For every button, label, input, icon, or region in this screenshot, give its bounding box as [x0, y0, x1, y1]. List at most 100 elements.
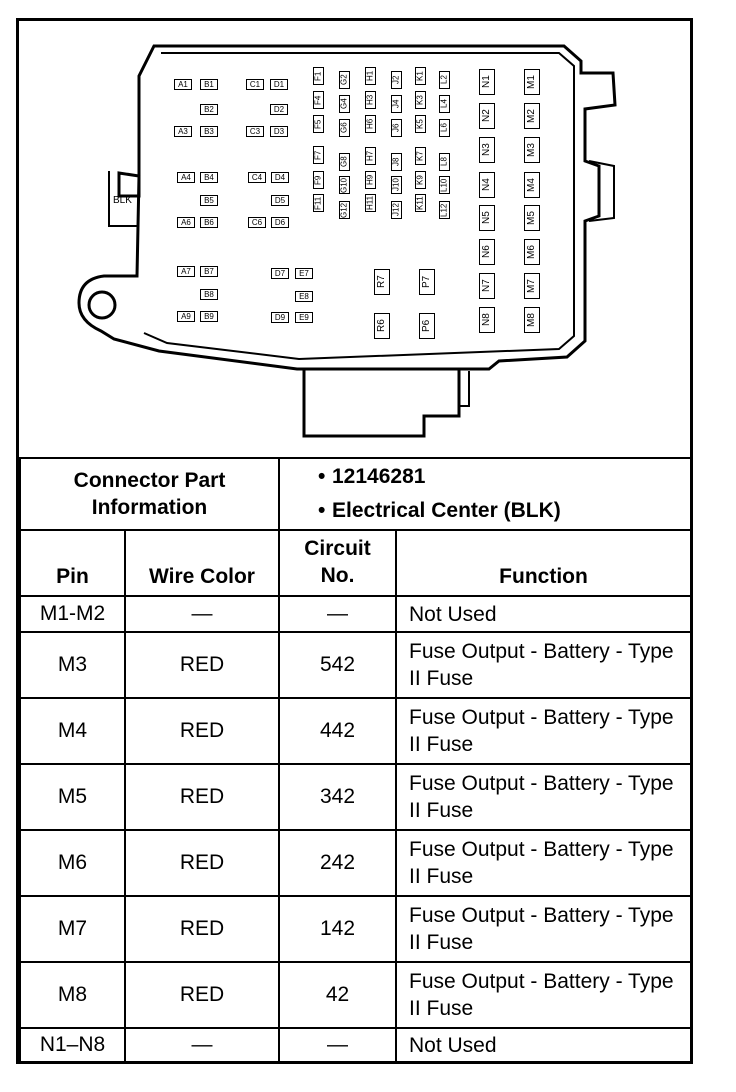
pin-b6: B6	[200, 217, 218, 228]
pin-j4: J4	[391, 95, 402, 113]
pin-c6: C6	[248, 217, 266, 228]
pin-h6: H6	[365, 115, 376, 133]
cell-circuit: —	[278, 1027, 397, 1063]
pin-f7: F7	[313, 146, 324, 164]
pin-k9: K9	[415, 171, 426, 189]
pin-j10: J10	[391, 176, 402, 194]
pin-k3: K3	[415, 91, 426, 109]
pin-e7: E7	[295, 268, 313, 279]
pin-l6: L6	[439, 119, 450, 137]
pin-b5: B5	[200, 195, 218, 206]
cell-pin: M5	[19, 763, 126, 831]
pin-d4: D4	[271, 172, 289, 183]
pin-d2: D2	[270, 104, 288, 115]
cell-circuit: 342	[278, 763, 397, 831]
cell-wire-color: RED	[124, 697, 280, 765]
pin-a6: A6	[177, 217, 195, 228]
cell-pin: M8	[19, 961, 126, 1029]
pin-n1: N1	[479, 69, 495, 95]
cell-function: Fuse Output - Battery - Type II Fuse	[394, 829, 693, 897]
pin-g4: G4	[339, 95, 350, 113]
cell-circuit: 442	[278, 697, 397, 765]
table-row: N1–N8——Not Used	[19, 1027, 693, 1063]
pin-h3: H3	[365, 91, 376, 109]
pin-b1: B1	[200, 79, 218, 90]
cell-circuit: 142	[278, 895, 397, 963]
pin-g6: G6	[339, 119, 350, 137]
pin-m7: M7	[524, 273, 540, 299]
cell-function: Not Used	[394, 595, 693, 633]
blk-label: BLK	[113, 195, 132, 206]
pin-g2: G2	[339, 71, 350, 89]
header-function: Function	[394, 529, 693, 597]
pin-g8: G8	[339, 153, 350, 171]
cell-function: Not Used	[394, 1027, 693, 1063]
pin-c4: C4	[248, 172, 266, 183]
pin-m8: M8	[524, 307, 540, 333]
pin-n4: N4	[479, 172, 495, 198]
cell-circuit: —	[278, 595, 397, 633]
pin-n5: N5	[479, 205, 495, 231]
cell-pin: M4	[19, 697, 126, 765]
part-number: 12146281	[332, 465, 426, 488]
pin-c1: C1	[246, 79, 264, 90]
table-row: M1-M2——Not Used	[19, 595, 693, 633]
pin-f11: F11	[313, 194, 324, 212]
pin-m4: M4	[524, 172, 540, 198]
pin-d1: D1	[270, 79, 288, 90]
pin-b4: B4	[200, 172, 218, 183]
pin-j12: J12	[391, 201, 402, 219]
connector-info-values: •12146281 •Electrical Center (BLK)	[277, 457, 693, 531]
cell-function: Fuse Output - Battery - Type II Fuse	[394, 697, 693, 765]
pin-p6: P6	[419, 313, 435, 339]
cell-wire-color: —	[124, 595, 280, 633]
cell-wire-color: RED	[124, 631, 280, 699]
pin-m1: M1	[524, 69, 540, 95]
cell-function: Fuse Output - Battery - Type II Fuse	[394, 631, 693, 699]
connector-info-label: Connector Part Information	[19, 457, 280, 531]
pin-table: Connector Part Information •12146281 •El…	[19, 457, 693, 1063]
pin-c3: C3	[246, 126, 264, 137]
pin-l8: L8	[439, 153, 450, 171]
cell-circuit: 242	[278, 829, 397, 897]
cell-wire-color: RED	[124, 829, 280, 897]
pin-g12: G12	[339, 201, 350, 219]
header-wire-color: Wire Color	[124, 529, 280, 597]
pin-f1: F1	[313, 67, 324, 85]
cell-pin: M1-M2	[19, 595, 126, 633]
pin-n6: N6	[479, 239, 495, 265]
pin-k5: K5	[415, 115, 426, 133]
pin-n8: N8	[479, 307, 495, 333]
pin-m6: M6	[524, 239, 540, 265]
pin-h9: H9	[365, 171, 376, 189]
cell-wire-color: —	[124, 1027, 280, 1063]
cell-pin: N1–N8	[19, 1027, 126, 1063]
header-pin: Pin	[19, 529, 126, 597]
cell-wire-color: RED	[124, 961, 280, 1029]
pin-j8: J8	[391, 153, 402, 171]
pin-d7: D7	[271, 268, 289, 279]
pin-n3: N3	[479, 137, 495, 163]
pin-d6: D6	[271, 217, 289, 228]
cell-function: Fuse Output - Battery - Type II Fuse	[394, 961, 693, 1029]
pin-b8: B8	[200, 289, 218, 300]
pin-a4: A4	[177, 172, 195, 183]
cell-wire-color: RED	[124, 763, 280, 831]
pin-b2: B2	[200, 104, 218, 115]
connector-outline	[77, 44, 617, 438]
cell-wire-color: RED	[124, 895, 280, 963]
pin-h7: H7	[365, 147, 376, 165]
pin-a9: A9	[177, 311, 195, 322]
pin-j2: J2	[391, 71, 402, 89]
pin-l4: L4	[439, 95, 450, 113]
header-row: Pin Wire Color Circuit No. Function	[19, 529, 693, 597]
pin-e8: E8	[295, 291, 313, 302]
pin-h1: H1	[365, 67, 376, 85]
pin-e9: E9	[295, 312, 313, 323]
pin-l10: L10	[439, 176, 450, 194]
